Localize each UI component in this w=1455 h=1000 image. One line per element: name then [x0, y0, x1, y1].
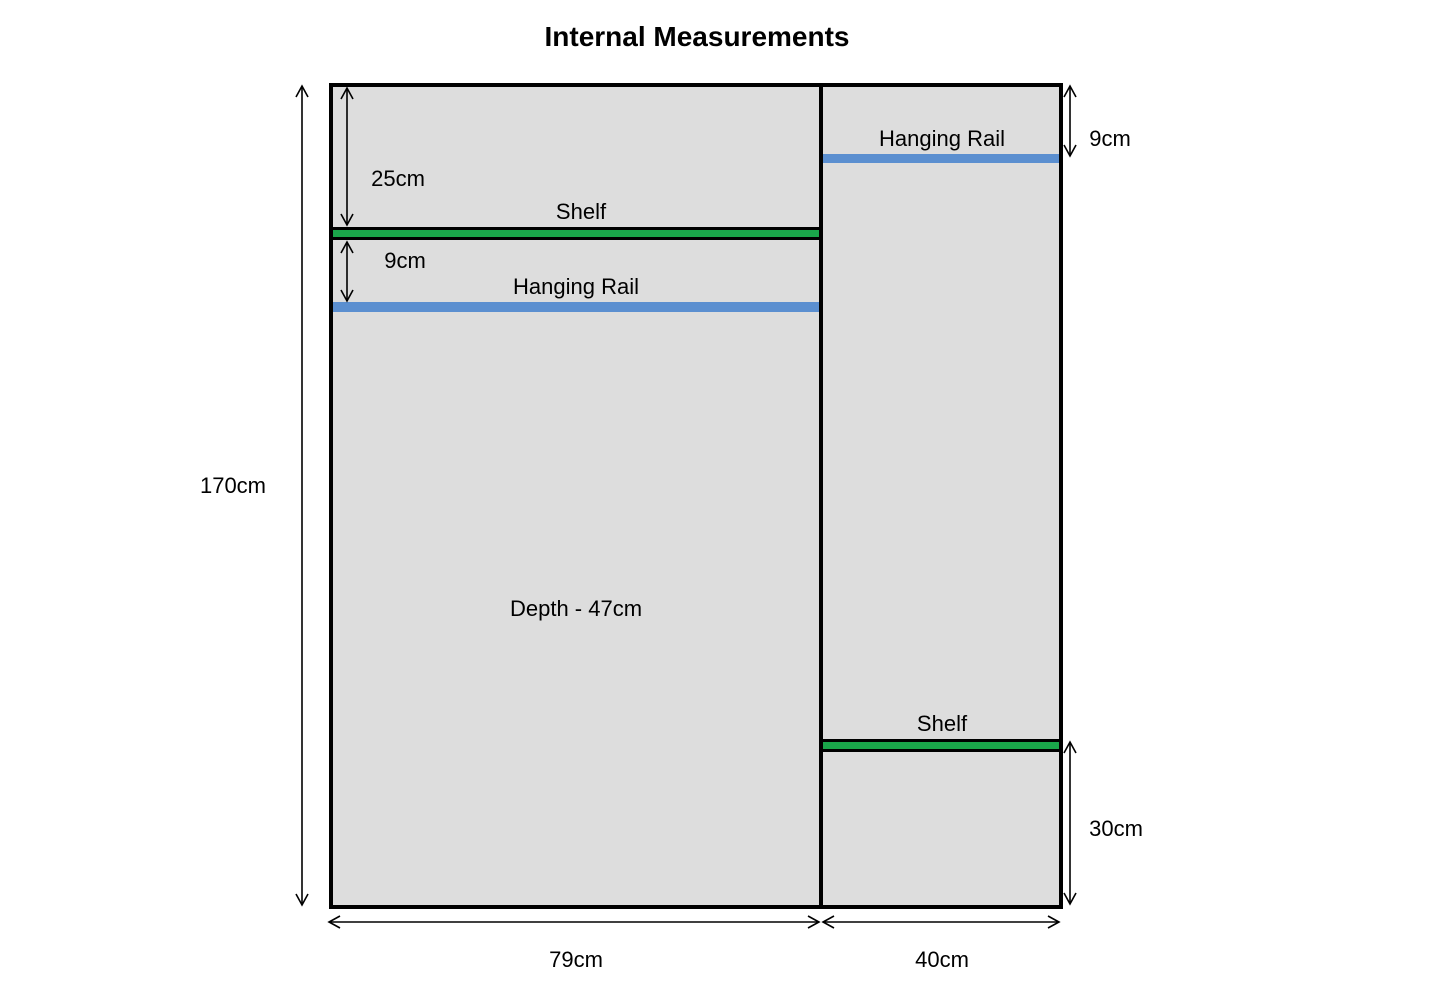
diagram-title: Internal Measurements [545, 21, 850, 52]
left-rail-gap-label: 9cm [384, 248, 426, 273]
depth-label: Depth - 47cm [510, 596, 642, 621]
left-shelf [331, 227, 821, 240]
right-rail-label: Hanging Rail [879, 126, 1005, 151]
left-rail-label: Hanging Rail [513, 274, 639, 299]
right-width-label: 40cm [915, 947, 969, 972]
right-bottom-gap-label: 30cm [1089, 816, 1143, 841]
left-shelf-bar [333, 230, 819, 237]
left-width-label: 79cm [549, 947, 603, 972]
left-hanging-rail [333, 302, 819, 312]
left-top-gap-label: 25cm [371, 166, 425, 191]
right-shelf [821, 739, 1061, 752]
right-rail-gap-label: 9cm [1089, 126, 1131, 151]
left-shelf-label: Shelf [556, 199, 607, 224]
right-shelf-bar [823, 742, 1059, 749]
right-shelf-label: Shelf [917, 711, 968, 736]
wardrobe-outline [329, 83, 1063, 909]
right-hanging-rail [823, 154, 1059, 163]
overall-height-label: 170cm [200, 473, 266, 498]
